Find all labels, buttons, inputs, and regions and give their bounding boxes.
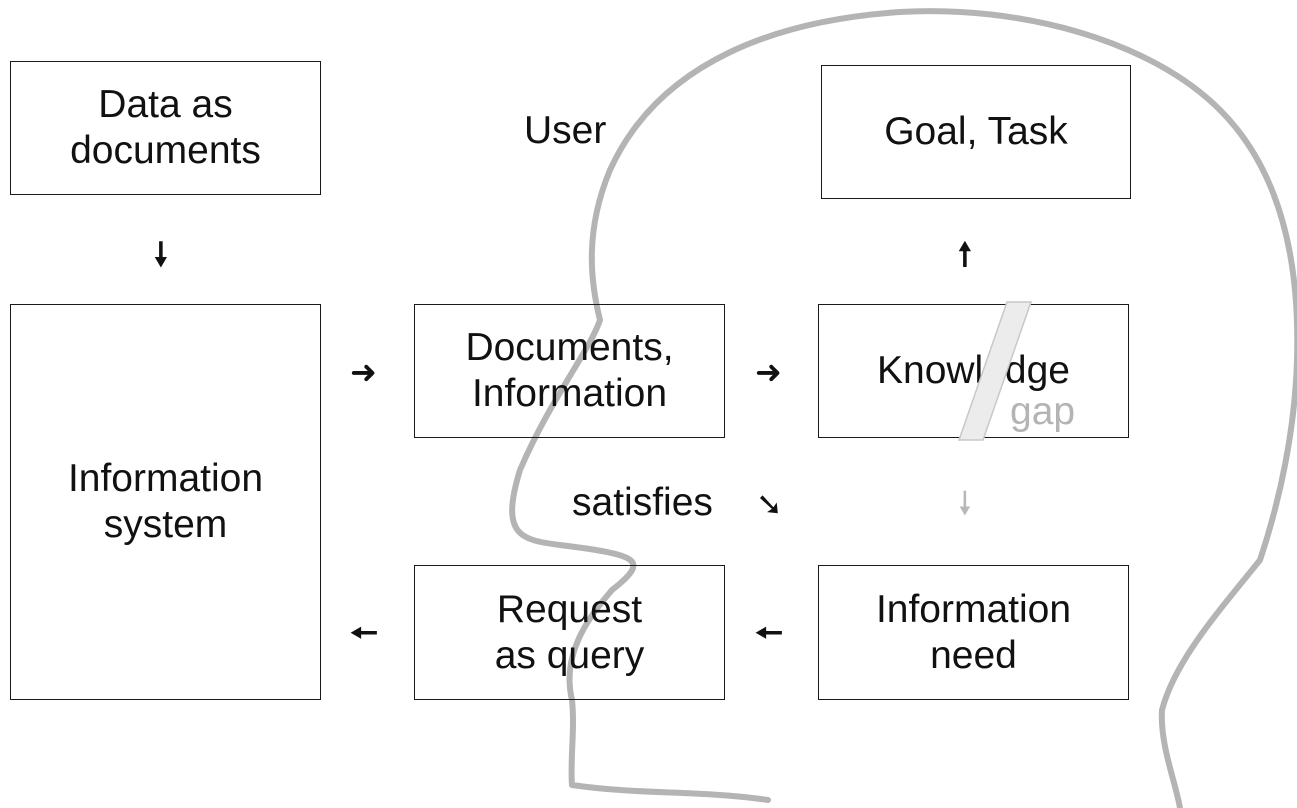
information-system-box: Information system — [10, 304, 321, 700]
goal-task-line1: Goal, Task — [884, 110, 1068, 153]
arrow-left-icon: 🠔 — [350, 614, 379, 652]
request-as-query-line2: as query — [494, 633, 645, 677]
arrow-up-icon: 🠕 — [958, 235, 972, 273]
arrow-right-icon: ➜ — [755, 353, 782, 391]
gap-label: gap — [1010, 390, 1076, 433]
arrow-diagonal-icon: ➘ — [756, 485, 783, 523]
arrow-down-muted-icon: 🠗 — [958, 484, 972, 522]
documents-information-box: Documents, Information — [414, 304, 725, 438]
data-as-documents-line1: Data as — [98, 83, 233, 126]
request-as-query-box: Request as query — [414, 565, 725, 700]
satisfies-label: satisfies — [572, 481, 713, 524]
knowledge-line1: Knowledge — [877, 349, 1070, 392]
information-need-box: Information need — [818, 565, 1129, 700]
information-system-line2: system — [103, 503, 228, 546]
user-label: User — [524, 109, 607, 152]
documents-information-line1: Documents, — [465, 326, 674, 369]
documents-information-line2: Information — [471, 372, 668, 415]
information-system-line1: Information — [67, 457, 264, 500]
data-as-documents-box: Data as documents — [10, 61, 321, 195]
information-need-line1: Information — [875, 587, 1072, 631]
arrow-right-icon: ➜ — [350, 353, 377, 391]
information-need-line2: need — [930, 633, 1017, 677]
goal-task-box: Goal, Task — [821, 65, 1131, 199]
arrow-left-icon: 🠔 — [755, 614, 784, 652]
knowledge-box: Knowledge — [818, 304, 1129, 438]
knowledge-gap-slash — [957, 301, 1033, 441]
data-as-documents-line2: documents — [70, 129, 261, 172]
arrow-down-icon: 🠗 — [154, 235, 168, 273]
request-as-query-line1: Request — [496, 587, 643, 631]
